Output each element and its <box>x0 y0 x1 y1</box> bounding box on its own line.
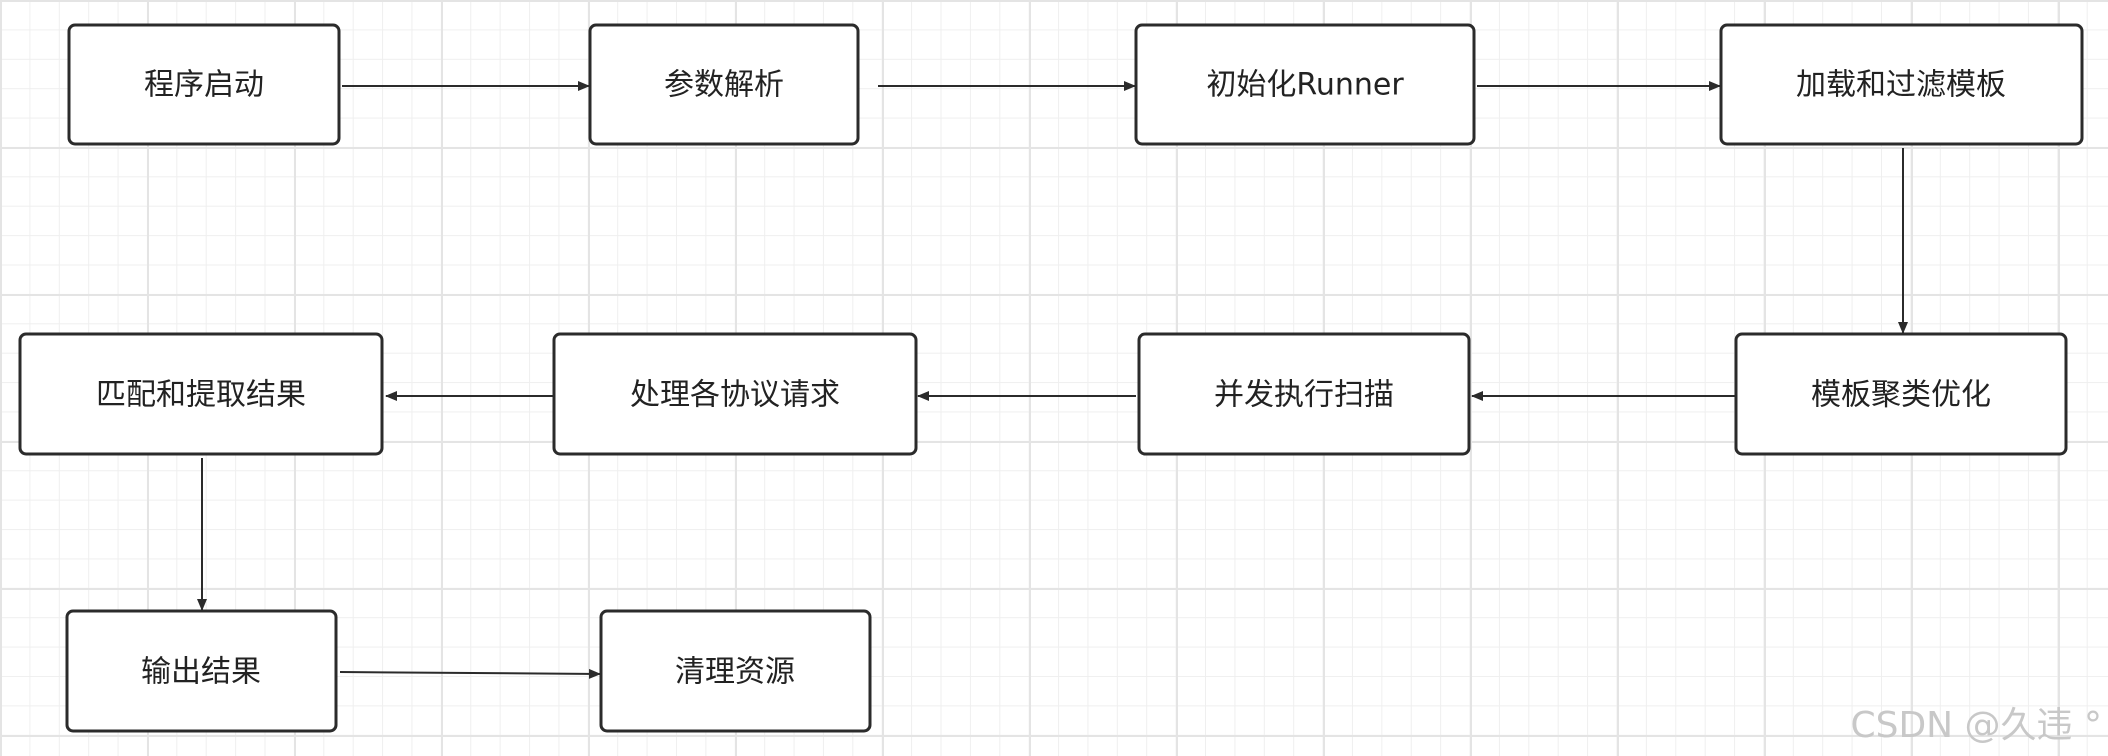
node-load-filter-label: 加载和过滤模板 <box>1796 68 2006 103</box>
node-cleanup[interactable]: 清理资源 <box>599 609 872 733</box>
node-concurrent-scan[interactable]: 并发执行扫描 <box>1137 332 1471 456</box>
edges <box>197 81 1908 679</box>
node-cluster-label: 模板聚类优化 <box>1811 378 1991 413</box>
node-start[interactable]: 程序启动 <box>67 23 341 146</box>
node-match-extract-label: 匹配和提取结果 <box>96 378 306 413</box>
node-init-runner[interactable]: 初始化Runner <box>1134 23 1476 146</box>
node-parse-args[interactable]: 参数解析 <box>588 23 860 146</box>
edge-output-to-cleanup <box>339 668 601 679</box>
node-parse-args-label: 参数解析 <box>664 68 784 103</box>
node-cleanup-label: 清理资源 <box>675 655 795 690</box>
node-output[interactable]: 输出结果 <box>65 609 338 733</box>
watermark-text: CSDN @久违 ° <box>1850 705 2102 746</box>
node-output-label: 输出结果 <box>141 655 261 690</box>
node-match-extract[interactable]: 匹配和提取结果 <box>18 332 384 456</box>
node-start-label: 程序启动 <box>144 68 264 103</box>
node-load-filter[interactable]: 加载和过滤模板 <box>1719 23 2084 146</box>
node-cluster[interactable]: 模板聚类优化 <box>1734 332 2068 456</box>
node-concurrent-scan-label: 并发执行扫描 <box>1214 378 1394 413</box>
node-init-runner-label: 初始化Runner <box>1206 68 1404 103</box>
node-protocol-requests-label: 处理各协议请求 <box>630 378 840 413</box>
node-protocol-requests[interactable]: 处理各协议请求 <box>552 332 918 456</box>
